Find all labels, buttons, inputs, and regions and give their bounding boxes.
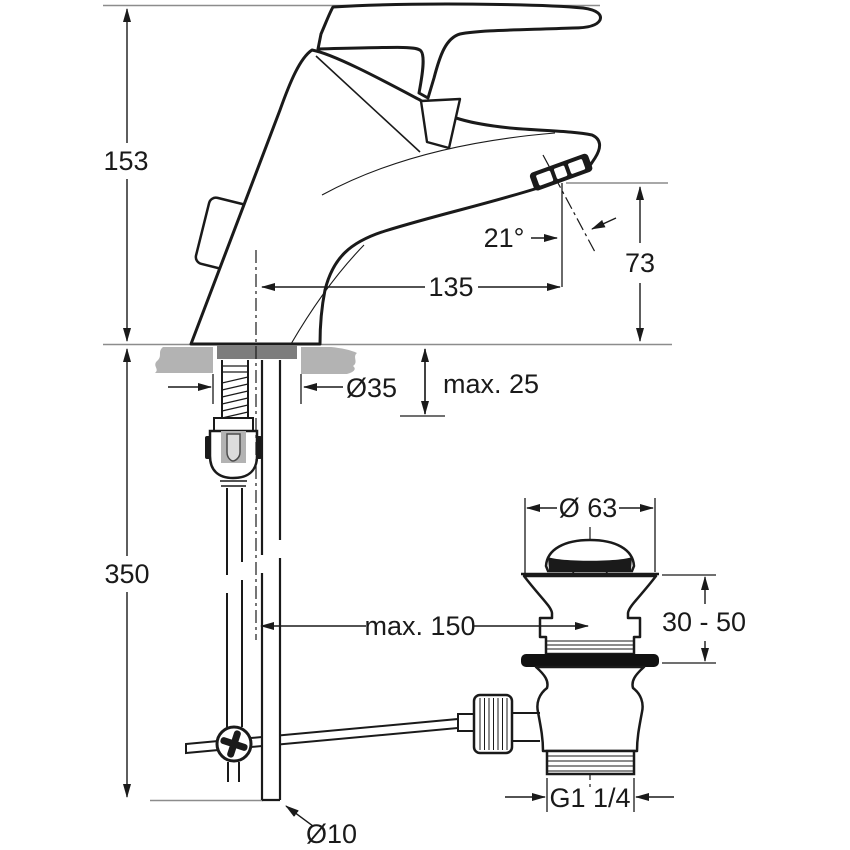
mounting-flange [217, 345, 297, 359]
lever-handle [316, 2, 602, 100]
handle-gap-line [315, 55, 421, 153]
dimension-lines [123, 8, 716, 827]
label-hole-diameter: Ø35 [346, 373, 397, 403]
handle-joint [419, 97, 462, 150]
countertop-right [301, 347, 357, 374]
spout-angle-line [542, 154, 596, 253]
aerator [529, 153, 593, 191]
dim-o10-arrow [285, 805, 314, 827]
countertop-section [155, 347, 357, 404]
drain-upper-threads [546, 640, 634, 650]
label-max-rod-offset: max. 150 [364, 611, 475, 641]
drain-body [534, 665, 646, 753]
label-spout-reach: 135 [428, 272, 473, 302]
label-rod-diameter: Ø10 [306, 819, 357, 849]
knob-knurling [479, 698, 508, 750]
connector-slot [226, 433, 241, 462]
faucet [189, 2, 602, 346]
tail-pipe-rod [260, 360, 282, 802]
connector-nut [213, 417, 254, 432]
drain-gasket [521, 654, 659, 667]
label-spout-height: 73 [625, 248, 655, 278]
faucet-body-spout [189, 48, 601, 346]
dim-21-tick-arrow [591, 217, 617, 230]
drain-assembly [457, 538, 659, 776]
countertop-left [155, 347, 213, 373]
dimension-labels: 153 350 73 21° 135 Ø35 max. 25 max. 150 … [103, 146, 746, 849]
threaded-stem [221, 360, 249, 420]
clamp-screw [215, 725, 253, 782]
label-waste-thread: G1 1/4 [549, 783, 630, 813]
label-total-height: 153 [103, 146, 148, 176]
label-spout-angle: 21° [484, 223, 525, 253]
body-highlight-line [290, 244, 365, 345]
label-waste-height-range: 30 - 50 [662, 607, 746, 637]
label-waste-cap-diameter: Ø 63 [559, 493, 618, 523]
spout-highlight-line [321, 132, 556, 196]
supply-hose [226, 488, 243, 727]
label-supply-length: 350 [104, 559, 149, 589]
drain-thread-tail [545, 749, 636, 776]
drain-tail-threads [548, 755, 633, 772]
label-max-deck-thickness: max. 25 [443, 369, 539, 399]
drain-cap-band [548, 557, 632, 570]
hose-connector [205, 417, 262, 487]
